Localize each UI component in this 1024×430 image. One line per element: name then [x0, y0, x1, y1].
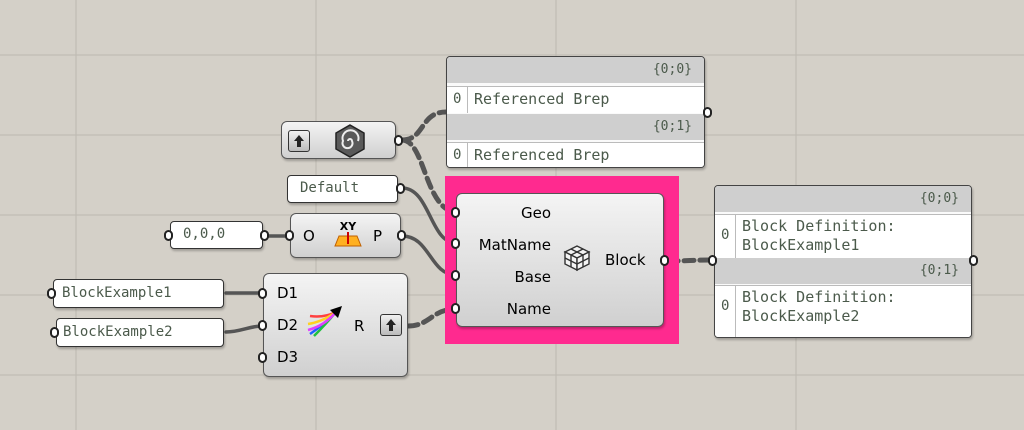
panel-text: BlockExample2 [63, 324, 173, 340]
item-value-line2: BlockExample1 [742, 236, 860, 254]
geometry-output-grip[interactable] [394, 135, 403, 146]
branch-path: {0;0} [652, 62, 692, 77]
branch-header: {0;1} [715, 258, 971, 284]
output-r-label: R [354, 317, 365, 335]
input-name-label: Name [506, 300, 551, 318]
branch-header: {0;0} [447, 57, 704, 83]
block1-input-grip[interactable] [47, 288, 56, 299]
d1-input-grip[interactable] [258, 288, 267, 299]
input-d3-label: D3 [277, 348, 299, 366]
block2-input-grip[interactable] [50, 327, 59, 338]
merge-component[interactable]: D1 D2 D3 R [263, 273, 408, 377]
input-base-label: Base [514, 268, 551, 286]
item-value-line1: Block Definition: [742, 217, 896, 235]
branch-path: {0;0} [919, 191, 959, 206]
block-panel-output-grip[interactable] [969, 255, 978, 266]
item-index: 0 [453, 91, 462, 107]
geometry-parameter[interactable] [281, 121, 396, 159]
d3-input-grip[interactable] [258, 352, 267, 363]
arrow-up-icon[interactable] [380, 314, 402, 336]
svg-text:XY: XY [340, 220, 357, 233]
input-o-label: O [303, 227, 315, 245]
item-index: 0 [721, 298, 730, 314]
item-value: Referenced Brep [474, 146, 610, 164]
branch-header: {0;1} [447, 114, 704, 140]
input-d1-label: D1 [277, 284, 299, 302]
list-item: 0 Block Definition: BlockExample2 [715, 285, 971, 337]
panel-text: 0,0,0 [183, 226, 226, 242]
origin-input-grip[interactable] [164, 230, 173, 241]
item-value: Referenced Brep [474, 90, 610, 108]
xy-plane-component[interactable]: O XY P [290, 213, 401, 258]
wire-block2-to-d2 [224, 324, 264, 334]
d2-input-grip[interactable] [258, 320, 267, 331]
block-definition-component[interactable]: Geo MatName Base Name Block [456, 193, 664, 327]
block-example2-panel[interactable]: BlockExample2 [56, 318, 224, 347]
list-item: 0 Block Definition: BlockExample1 [715, 214, 971, 259]
name-input-grip[interactable] [451, 303, 460, 314]
xy-output-grip[interactable] [397, 230, 406, 241]
default-output-grip[interactable] [396, 183, 405, 194]
input-d2-label: D2 [277, 316, 299, 334]
item-index: 0 [721, 227, 730, 243]
list-item: 0 Referenced Brep [447, 142, 704, 167]
xy-input-grip[interactable] [285, 230, 294, 241]
item-value-line1: Block Definition: [742, 288, 896, 306]
default-panel[interactable]: Default [287, 175, 398, 203]
branch-path: {0;1} [919, 263, 959, 278]
panel-text: Default [300, 180, 360, 196]
block-cubes-icon [559, 242, 595, 278]
panel-text: BlockExample1 [62, 285, 172, 301]
input-geo-label: Geo [520, 204, 551, 222]
referenced-brep-panel[interactable]: {0;0} 0 Referenced Brep {0;1} 0 Referenc… [446, 56, 705, 168]
input-matname-label: MatName [478, 236, 551, 254]
spiral-hexagon-icon [332, 123, 368, 163]
merge-arrows-icon [306, 304, 344, 342]
xy-plane-icon: XY [331, 218, 365, 256]
item-index: 0 [453, 147, 462, 163]
arrow-up-icon[interactable] [288, 130, 310, 152]
geo-input-grip[interactable] [451, 207, 460, 218]
block-definition-panel[interactable]: {0;0} 0 Block Definition: BlockExample1 … [714, 185, 972, 338]
wire-geometry-to-ref-panel [399, 109, 449, 143]
matname-input-grip[interactable] [451, 238, 460, 249]
list-item: 0 Referenced Brep [447, 86, 704, 113]
base-input-grip[interactable] [451, 270, 460, 281]
block-panel-input-grip[interactable] [708, 255, 717, 266]
output-p-label: P [373, 227, 383, 245]
item-value-line2: BlockExample2 [742, 307, 860, 325]
origin-panel[interactable]: 0,0,0 [170, 221, 263, 249]
branch-path: {0;1} [652, 119, 692, 134]
origin-output-grip[interactable] [260, 230, 269, 241]
block-example1-panel[interactable]: BlockExample1 [53, 279, 224, 308]
panel-output-grip[interactable] [703, 107, 712, 118]
output-block-label: Block [605, 251, 646, 269]
block-output-grip[interactable] [660, 255, 669, 266]
branch-header: {0;0} [715, 186, 971, 212]
